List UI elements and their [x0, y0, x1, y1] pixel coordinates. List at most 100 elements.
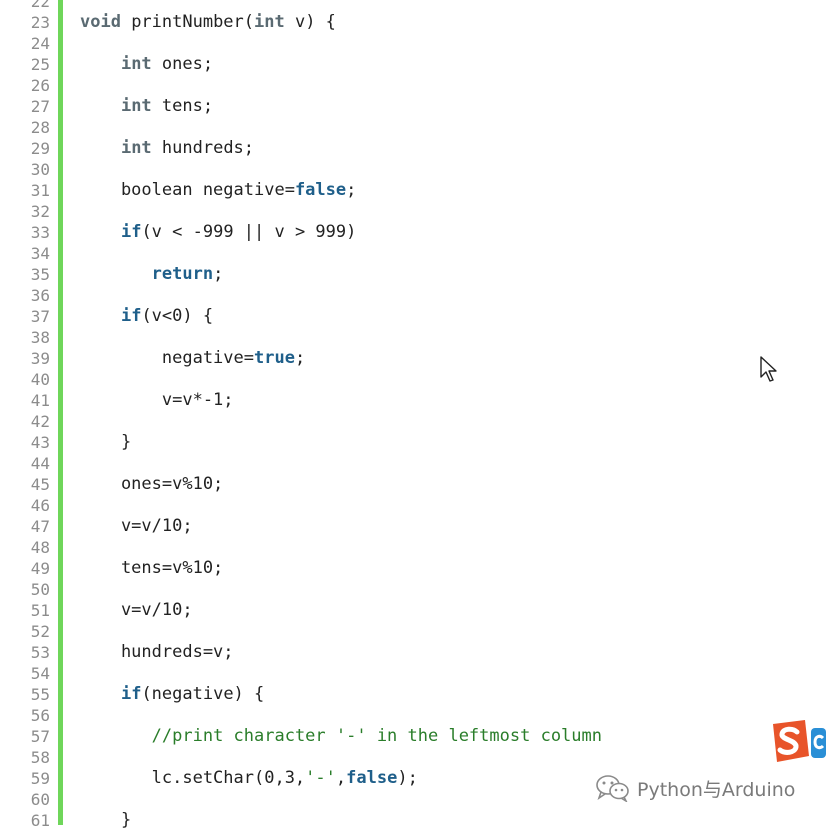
code-line[interactable]: 28	[0, 117, 826, 138]
code-line[interactable]: 56	[0, 705, 826, 726]
code-line[interactable]: 37 if(v<0) {	[0, 306, 826, 327]
code-line[interactable]: 47 v=v/10;	[0, 516, 826, 537]
line-number: 31	[30, 181, 50, 200]
code-token-plain: );	[397, 768, 418, 788]
line-number-gutter	[0, 0, 58, 825]
code-line[interactable]: 57 //print character '-' in the leftmost…	[0, 726, 826, 747]
code-line[interactable]: 55 if(negative) {	[0, 684, 826, 705]
line-number: 22	[30, 0, 50, 11]
code-token-comment: //print character '-' in the leftmost co…	[151, 726, 602, 746]
code-line[interactable]: 49 tens=v%10;	[0, 558, 826, 579]
code-text: if(negative) {	[80, 684, 264, 705]
code-line[interactable]: 31 boolean negative=false;	[0, 180, 826, 201]
code-line[interactable]: 44	[0, 453, 826, 474]
code-token-type: int	[120, 96, 152, 116]
code-token-plain: ones=v%10;	[80, 474, 224, 494]
code-token-lit: true	[254, 348, 295, 368]
code-token-kw: if	[120, 306, 142, 326]
code-line[interactable]: 33 if(v < -999 || v > 999)	[0, 222, 826, 243]
line-number: 43	[30, 433, 50, 452]
code-line[interactable]: 39 negative=true;	[0, 348, 826, 369]
code-text: v=v/10;	[80, 600, 193, 621]
code-text: int hundreds;	[80, 138, 254, 159]
code-line[interactable]: 59 lc.setChar(0,3,'-',false);	[0, 768, 826, 789]
code-line[interactable]: 36	[0, 285, 826, 306]
code-token-plain: ;	[346, 180, 357, 200]
line-number: 35	[30, 265, 50, 284]
code-token-plain: }	[80, 432, 132, 452]
code-line[interactable]: 52	[0, 621, 826, 642]
code-line[interactable]: 29 int hundreds;	[0, 138, 826, 159]
code-token-kw: if	[120, 222, 142, 242]
line-number: 29	[30, 139, 50, 158]
code-token-plain: ones;	[151, 54, 214, 74]
code-line[interactable]: 22	[0, 0, 826, 12]
code-token-plain	[80, 306, 121, 326]
line-number: 26	[30, 76, 50, 95]
code-token-kw: return	[151, 264, 214, 284]
line-number: 44	[30, 454, 50, 473]
sogou-ime-icon[interactable]	[767, 718, 826, 766]
code-line[interactable]: 24	[0, 33, 826, 54]
code-line[interactable]: 61 }	[0, 810, 826, 831]
code-line[interactable]: 26	[0, 75, 826, 96]
code-token-str: '-'	[305, 768, 336, 788]
code-token-plain	[80, 138, 121, 158]
code-line[interactable]: 51 v=v/10;	[0, 600, 826, 621]
code-token-plain	[80, 264, 152, 284]
code-text: v=v*-1;	[80, 390, 234, 411]
code-text: lc.setChar(0,3,'-',false);	[80, 768, 418, 789]
code-text: //print character '-' in the leftmost co…	[80, 726, 602, 747]
mouse-pointer-icon	[760, 356, 777, 382]
code-line[interactable]: 60	[0, 789, 826, 810]
line-number: 41	[30, 391, 50, 410]
code-line[interactable]: 53 hundreds=v;	[0, 642, 826, 663]
code-line[interactable]: 35 return;	[0, 264, 826, 285]
code-text: return;	[80, 264, 224, 285]
line-number: 37	[30, 307, 50, 326]
code-line[interactable]: 34	[0, 243, 826, 264]
line-number: 40	[30, 370, 50, 389]
line-number: 25	[30, 55, 50, 74]
code-token-plain: v=v/10;	[80, 516, 193, 536]
code-text: ones=v%10;	[80, 474, 223, 495]
code-token-type: int	[254, 12, 285, 32]
code-line[interactable]: 32	[0, 201, 826, 222]
line-number: 61	[30, 811, 50, 830]
line-number: 36	[30, 286, 50, 305]
code-token-lit: false	[294, 180, 347, 200]
code-text: if(v<0) {	[80, 306, 213, 327]
code-line[interactable]: 41 v=v*-1;	[0, 390, 826, 411]
code-line[interactable]: 30	[0, 159, 826, 180]
code-line[interactable]: 50	[0, 579, 826, 600]
code-line[interactable]: 43 }	[0, 432, 826, 453]
code-line[interactable]: 54	[0, 663, 826, 684]
code-text: int ones;	[80, 54, 213, 75]
code-line[interactable]: 27 int tens;	[0, 96, 826, 117]
code-line[interactable]: 40	[0, 369, 826, 390]
code-line[interactable]: 46	[0, 495, 826, 516]
code-token-plain	[80, 222, 121, 242]
code-token-type: int	[120, 138, 152, 158]
code-token-plain	[80, 96, 121, 116]
code-line[interactable]: 58	[0, 747, 826, 768]
code-token-plain: v=v*-1;	[80, 390, 234, 410]
watermark: Python与Arduino	[595, 773, 795, 803]
line-number: 30	[30, 160, 50, 179]
code-line[interactable]: 38	[0, 327, 826, 348]
code-token-plain: negative=	[80, 348, 254, 368]
code-line[interactable]: 48	[0, 537, 826, 558]
line-number: 52	[30, 622, 50, 641]
code-line[interactable]: 25 int ones;	[0, 54, 826, 75]
code-token-plain	[80, 726, 152, 746]
code-line[interactable]: 42	[0, 411, 826, 432]
code-text: v=v/10;	[80, 516, 193, 537]
line-number: 42	[30, 412, 50, 431]
code-line[interactable]: 45 ones=v%10;	[0, 474, 826, 495]
code-token-plain: v=v/10;	[80, 600, 193, 620]
code-token-plain	[80, 684, 121, 704]
code-text: }	[80, 432, 131, 453]
code-text: if(v < -999 || v > 999)	[80, 222, 356, 243]
